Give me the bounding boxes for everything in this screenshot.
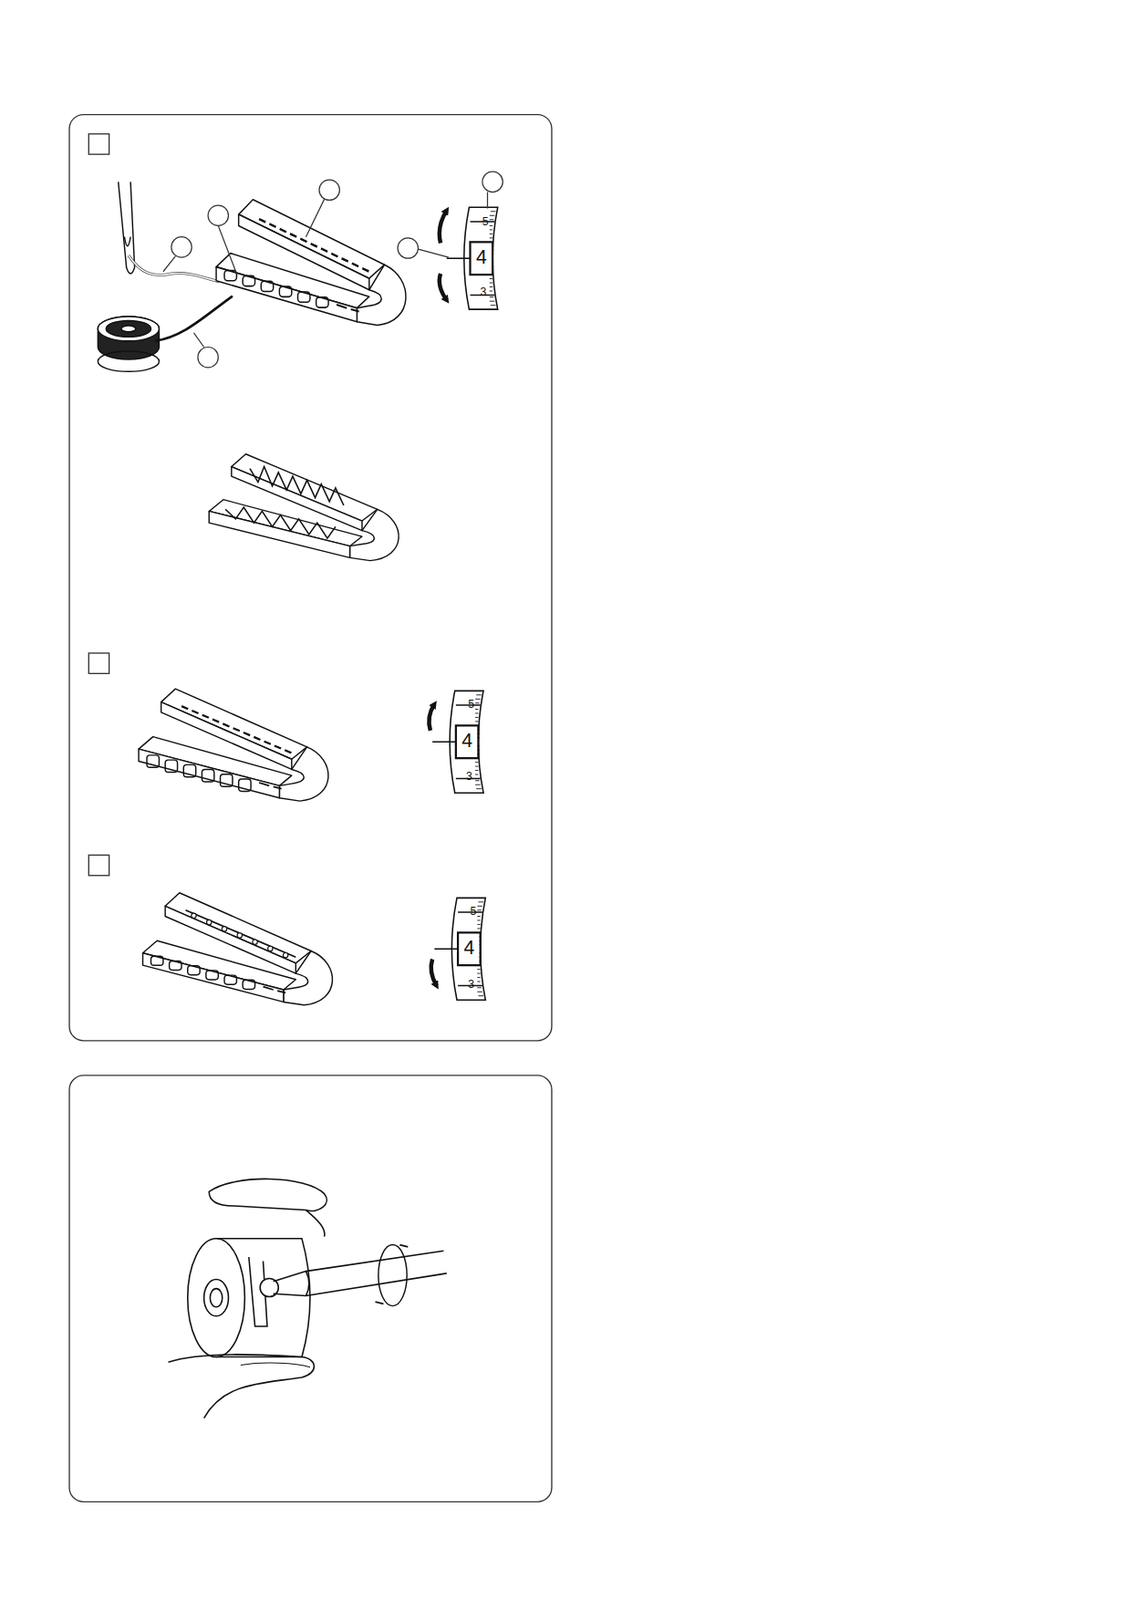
dial-number: 3: [480, 286, 488, 298]
dial-number: 5: [467, 697, 475, 709]
dial-number: 5: [469, 904, 477, 916]
dial-number: 4: [461, 731, 473, 751]
dial-number: 4: [463, 938, 475, 958]
dial-number: 3: [467, 978, 475, 990]
dial-number: 4: [476, 248, 488, 268]
dial-number: 5: [482, 215, 489, 227]
dial-number: 3: [466, 770, 473, 782]
